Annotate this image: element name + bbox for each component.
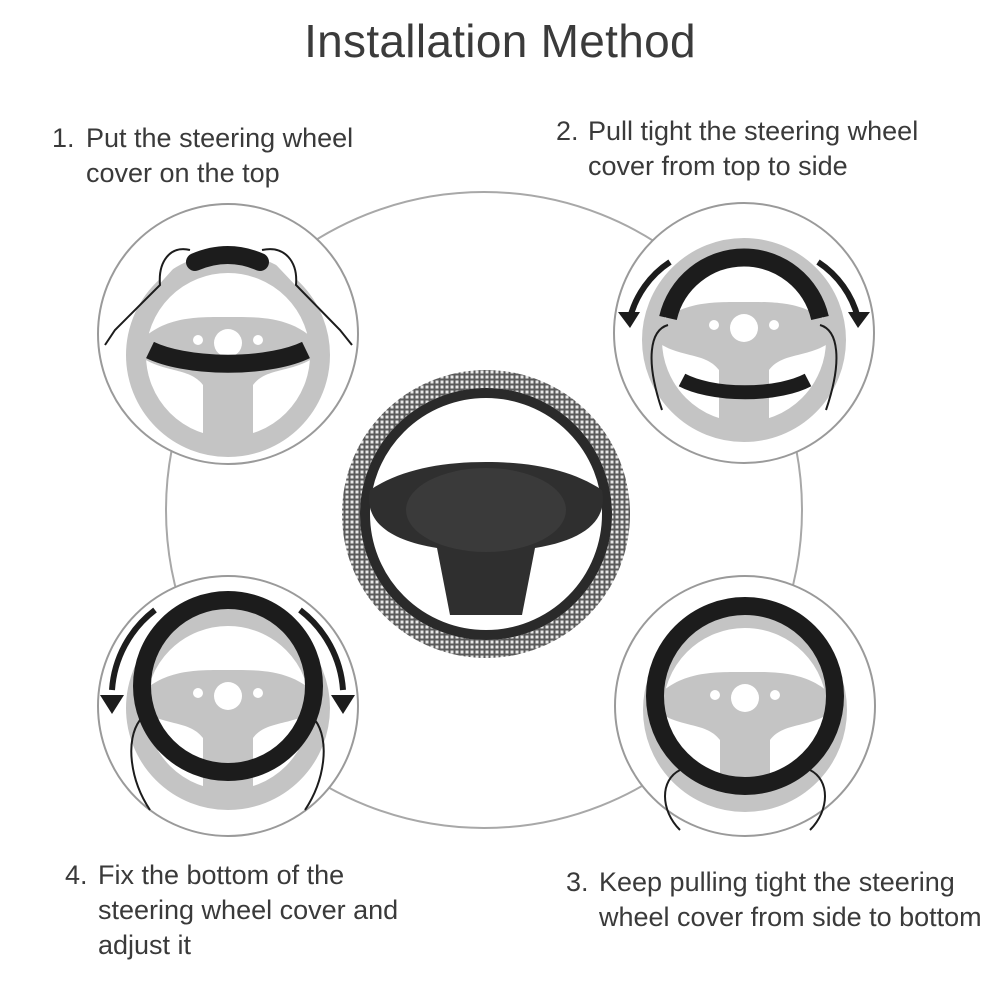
step-1-text: Put the steering wheel cover on the top: [86, 123, 354, 188]
step-2-text: Pull tight the steering wheel cover from…: [588, 116, 919, 181]
step-1-caption: 1. Put the steering wheel cover on the t…: [52, 121, 412, 191]
step-4-caption: 4. Fix the bottom of the steering wheel …: [65, 858, 405, 963]
step-3-number: 3.: [566, 867, 589, 897]
step-2-caption: 2. Pull tight the steering wheel cover f…: [556, 114, 976, 184]
center-steering-wheel: [342, 370, 630, 658]
step-3-caption: 3. Keep pulling tight the steering wheel…: [566, 865, 986, 935]
step2-illustration: [613, 202, 875, 464]
step-2-number: 2.: [556, 116, 579, 146]
step-1-number: 1.: [52, 123, 75, 153]
step-4-text: Fix the bottom of the steering wheel cov…: [98, 860, 399, 960]
step-4-number: 4.: [65, 860, 88, 890]
page-title: Installation Method: [304, 15, 696, 67]
step1-illustration: [97, 203, 359, 465]
step3-illustration: [614, 575, 876, 837]
step4-illustration: [97, 575, 359, 837]
step-3-text: Keep pulling tight the steering wheel co…: [599, 867, 982, 932]
